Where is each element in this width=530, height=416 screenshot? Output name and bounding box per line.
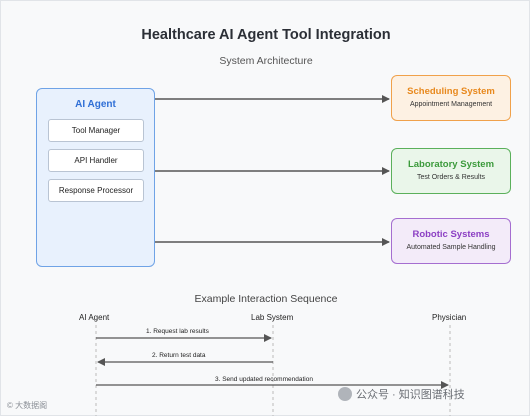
scheduling-system-box: Scheduling System Appointment Management [391,75,511,121]
actor-physician: Physician [432,313,467,322]
ai-agent-box: AI Agent Tool Manager API Handler Respon… [36,88,155,267]
scheduling-system-name: Scheduling System [407,86,495,97]
api-handler-component: API Handler [48,149,144,172]
message-send-recommendation: 3. Send updated recommendation [215,376,313,383]
diagram-title: Healthcare AI Agent Tool Integration [141,27,391,43]
laboratory-system-name: Laboratory System [407,159,495,170]
robotic-systems-desc: Automated Sample Handling [406,244,496,251]
message-return-test-data: 2. Return test data [152,352,206,359]
actor-lab-system: Lab System [251,313,294,322]
architecture-subtitle: System Architecture [219,55,313,67]
laboratory-system-desc: Test Orders & Results [416,174,486,181]
laboratory-system-box: Laboratory System Test Orders & Results [391,148,511,194]
ai-agent-title: AI Agent [75,99,116,110]
response-processor-component: Response Processor [48,179,144,202]
watermark-left: © 大数据阁 [7,401,48,410]
watermark-right-text: 公众号 · 知识图谱科技 [356,389,465,401]
watermark-right: 公众号 · 知识图谱科技 [338,386,465,402]
sequence-title: Example Interaction Sequence [194,293,338,305]
message-request-lab-results: 1. Request lab results [146,328,209,335]
wechat-icon [338,387,352,401]
actor-ai-agent: AI Agent [79,313,110,322]
robotic-systems-box: Robotic Systems Automated Sample Handlin… [391,218,511,264]
robotic-systems-name: Robotic Systems [412,229,490,240]
scheduling-system-desc: Appointment Management [409,101,493,108]
tool-manager-component: Tool Manager [48,119,144,142]
